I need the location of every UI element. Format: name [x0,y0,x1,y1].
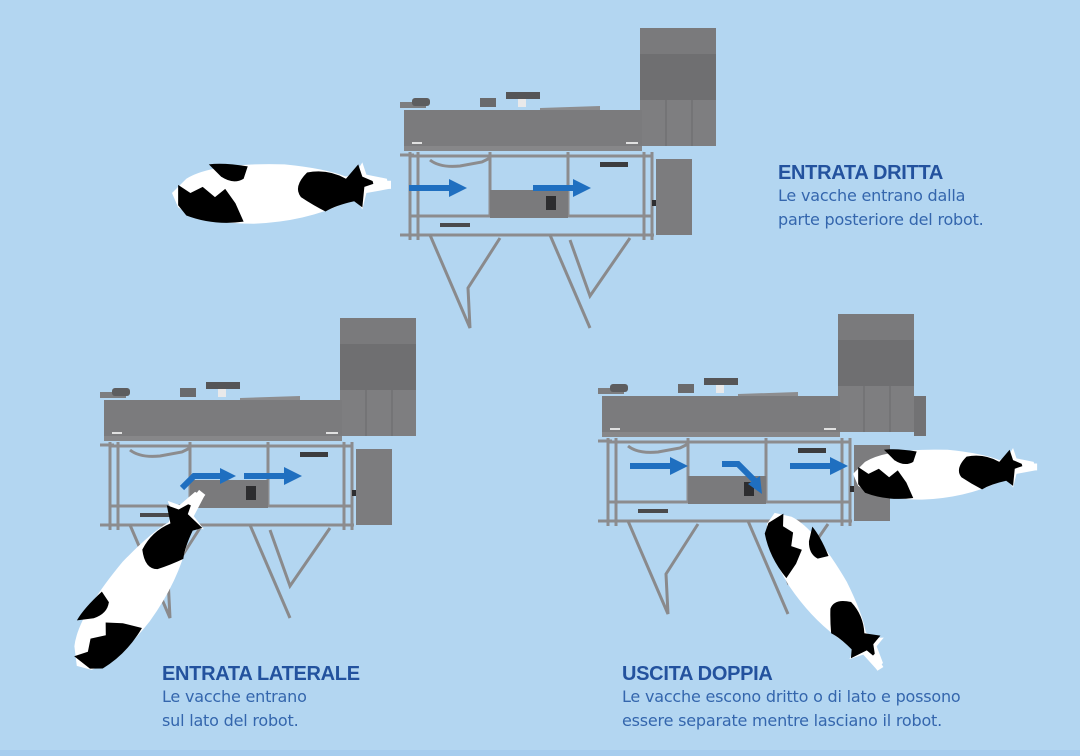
caption-uscita-doppia: USCITA DOPPIA Le vacche escono dritto o … [622,663,1062,733]
section-title: ENTRATA LATERALE [162,663,360,685]
milking-robot-icon [596,312,926,616]
scene-uscita-doppia [596,312,938,624]
section-desc-line: Le vacche entrano [162,687,307,706]
caption-entrata-dritta: ENTRATA DRITTA Le vacche entrano dalla p… [778,162,1058,232]
cow-entering-straight [172,157,392,227]
cow-exiting-straight [853,443,1038,503]
cow-icon [853,448,1038,500]
cow-icon [172,162,391,224]
cow-exiting-side [752,495,920,687]
scene-entrata-dritta [395,26,725,338]
caption-entrata-laterale: ENTRATA LATERALE Le vacche entrano sul l… [162,663,422,733]
section-title: USCITA DOPPIA [622,663,773,685]
cow-entering-side [40,478,233,685]
section-desc-line: sul lato del robot. [162,711,299,730]
cow-icon [752,498,897,687]
milking-robot-icon [98,316,418,620]
section-desc-line: Le vacche entrano dalla [778,186,966,205]
bottom-band [0,750,1080,756]
section-desc-line: Le vacche escono dritto o di lato e poss… [622,687,961,706]
section-desc-line: parte posteriore del robot. [778,210,984,229]
milking-robot-icon [398,26,718,330]
section-title: ENTRATA DRITTA [778,162,944,184]
section-desc-line: essere separate mentre lasciano il robot… [622,711,942,730]
cow-icon [53,478,233,685]
scene-entrata-laterale [98,316,430,628]
